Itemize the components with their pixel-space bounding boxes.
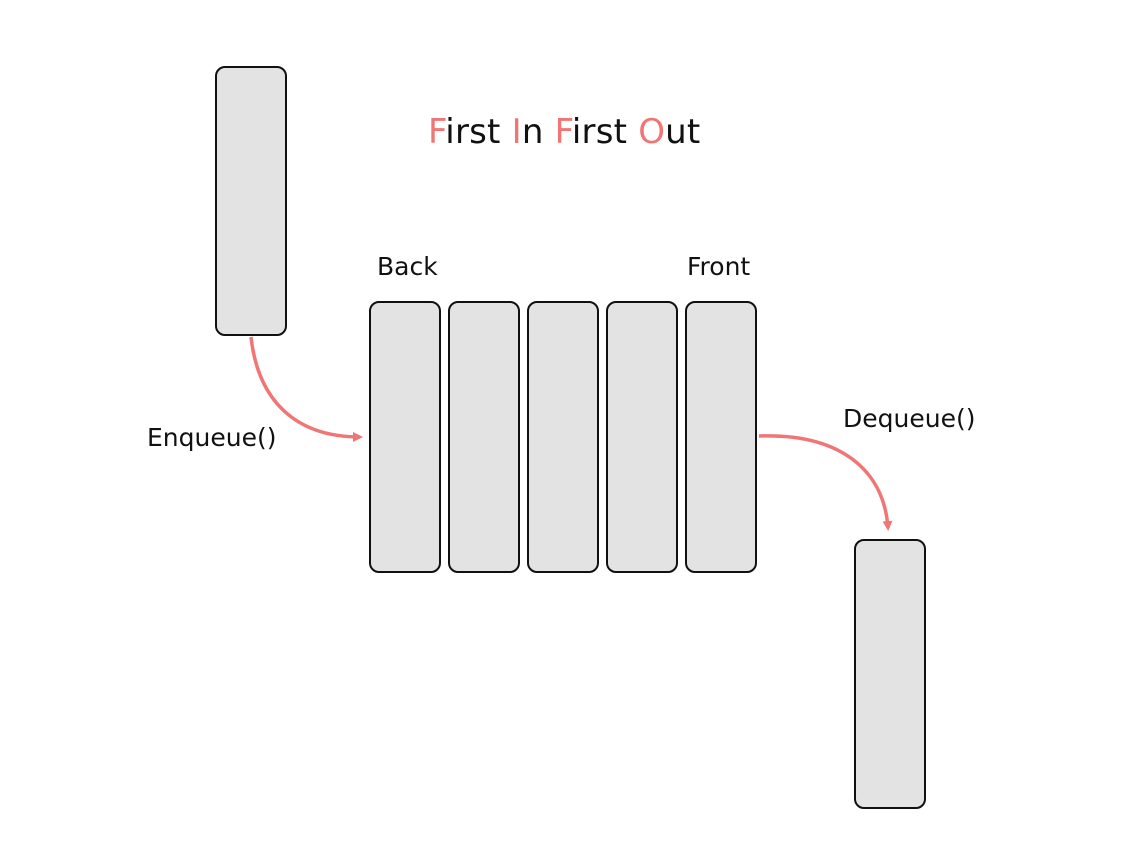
title-initial: F	[554, 112, 572, 152]
queue-slot	[606, 301, 678, 573]
front-label: Front	[687, 252, 751, 281]
dequeue-label: Dequeue()	[843, 404, 976, 433]
title-word-rest: n	[521, 112, 544, 152]
title-word-3: First	[555, 112, 628, 152]
title-word-1: First	[428, 112, 501, 152]
title-initial: I	[511, 112, 522, 152]
title-word-rest: irst	[445, 112, 501, 152]
title-word-2: In	[512, 112, 544, 152]
title-initial: F	[428, 112, 446, 152]
title-initial: O	[638, 112, 666, 152]
enqueue-arrow	[249, 336, 363, 442]
title-word-rest: irst	[571, 112, 628, 152]
dequeue-arrow	[758, 434, 893, 531]
title-word-4: Out	[638, 112, 700, 152]
diagram-title: First In First Out	[428, 112, 700, 152]
outgoing-item-box	[854, 539, 926, 809]
queue-slot	[527, 301, 599, 573]
queue-slot	[448, 301, 520, 573]
queue-slot	[685, 301, 757, 573]
queue-slot	[369, 301, 441, 573]
title-word-rest: ut	[665, 112, 701, 152]
incoming-item-box	[215, 66, 287, 336]
enqueue-label: Enqueue()	[147, 423, 277, 452]
queue-slots	[369, 301, 759, 573]
back-label: Back	[377, 252, 438, 281]
